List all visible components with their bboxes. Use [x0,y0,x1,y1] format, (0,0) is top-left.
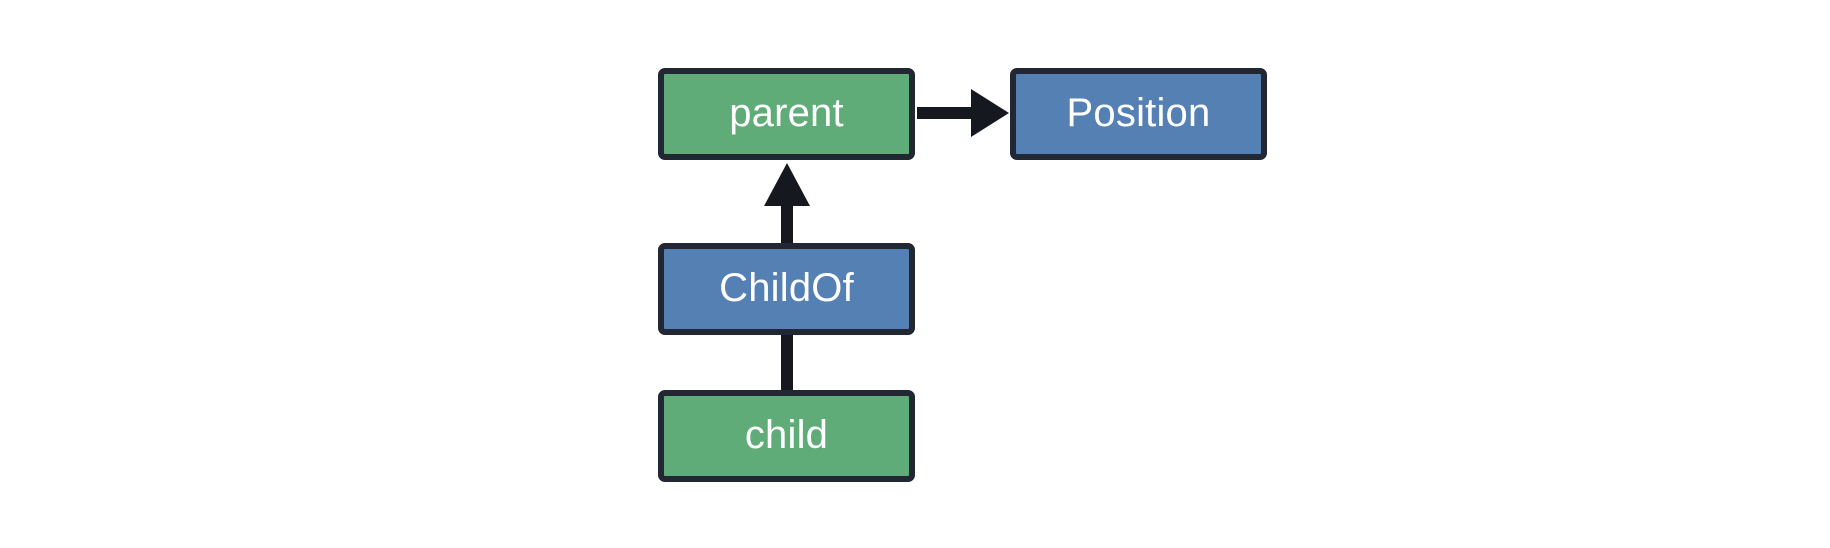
edge-parent-to-position [917,89,1009,137]
node-childof-label: ChildOf [719,266,854,310]
node-position-label: Position [1066,91,1211,135]
node-position[interactable]: Position [1010,68,1267,160]
node-childof[interactable]: ChildOf [658,243,915,335]
node-parent-label: parent [729,91,844,135]
node-parent[interactable]: parent [658,68,915,160]
edge-childof-to-parent [764,163,810,245]
node-child-label: child [744,413,829,457]
node-child[interactable]: child [658,390,915,482]
edge-childof-to-child [781,333,793,393]
